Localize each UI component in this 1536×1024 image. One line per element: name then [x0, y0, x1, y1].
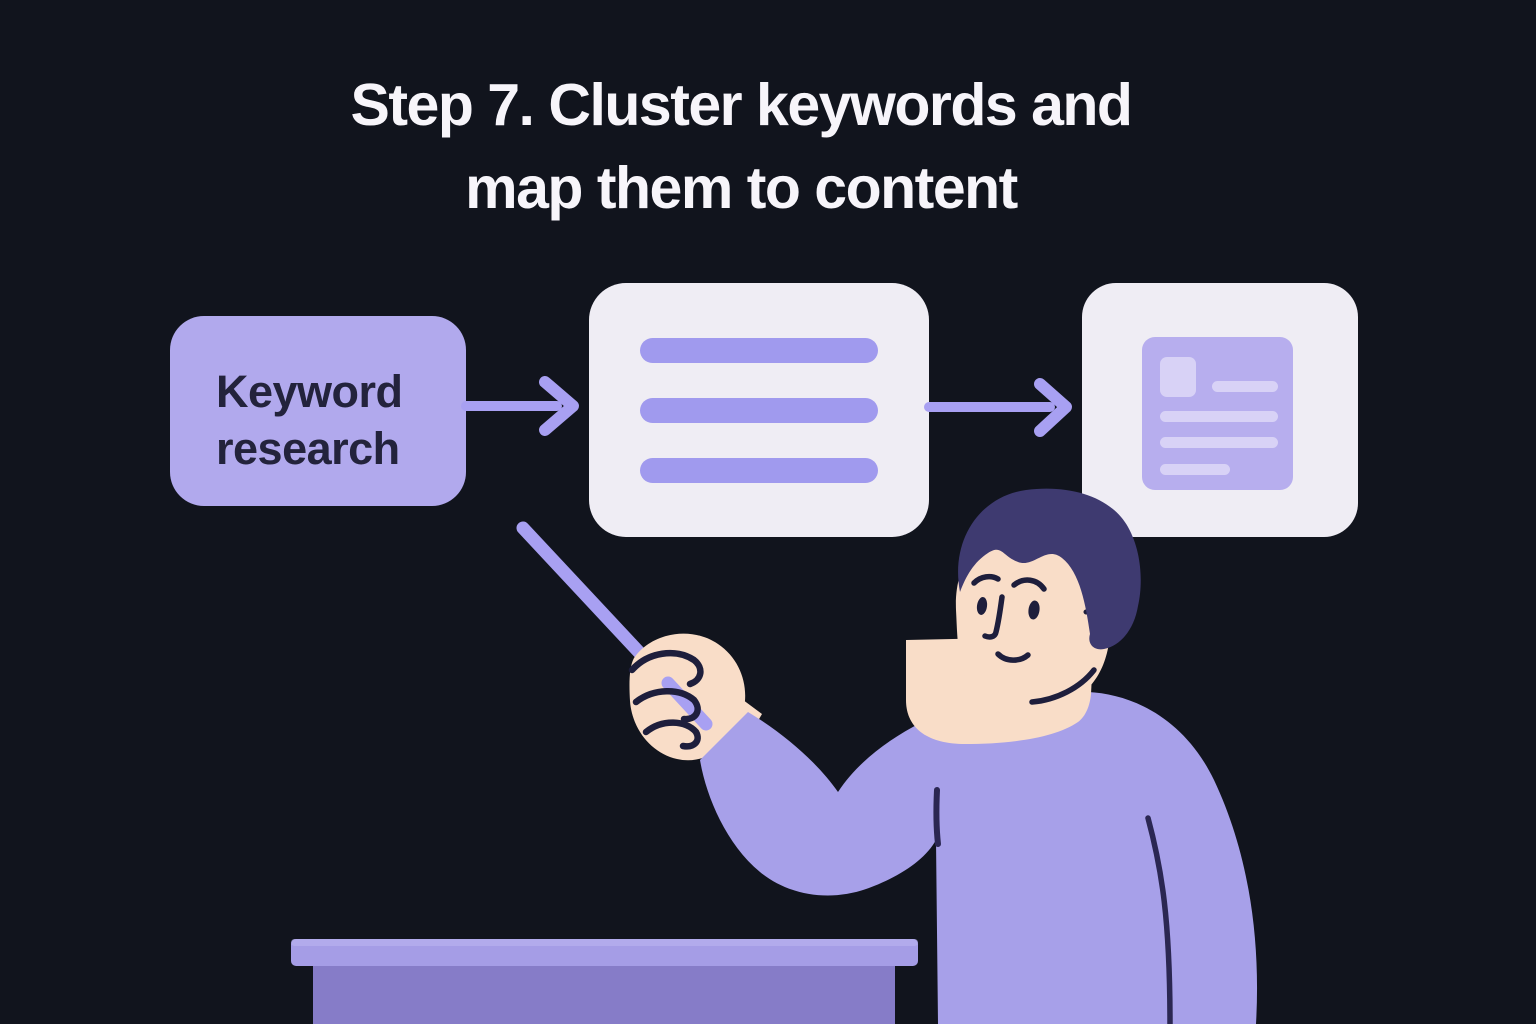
arrow-right-icon: [461, 376, 579, 436]
smile-line: [995, 651, 1031, 663]
flowchart-node-keyword-research: Keyword research: [170, 316, 466, 506]
presenter-illustration: [516, 488, 1258, 1024]
flowchart-node-content-document: [1082, 283, 1358, 537]
flowchart: Keyword research: [170, 283, 1358, 537]
nose-line: [982, 594, 1005, 640]
presenter-hair: [958, 488, 1141, 650]
desk: [291, 939, 918, 1024]
presenter-body: [700, 691, 1258, 1024]
left-eye: [976, 597, 988, 615]
right-eye: [1028, 600, 1040, 620]
sweater-creases: [933, 787, 1173, 1024]
desk-top-highlight: [291, 939, 918, 946]
cluster-line: [640, 398, 878, 423]
keyword-research-label-line-2: research: [216, 423, 400, 474]
page-title-line-2: map them to content: [465, 155, 1018, 221]
jaw-line: [1029, 667, 1097, 705]
cluster-line: [640, 458, 878, 483]
page-title: Step 7. Cluster keywords and map them to…: [0, 64, 1536, 230]
left-eyebrow: [971, 573, 1001, 586]
right-eyebrow: [1011, 577, 1047, 592]
page-title-line-1: Step 7. Cluster keywords and: [350, 72, 1133, 138]
document-icon: [1142, 337, 1293, 490]
cluster-line: [640, 338, 878, 363]
arrow-right-icon: [924, 378, 1072, 437]
keyword-research-box: [170, 316, 466, 506]
presenter-face-features: [971, 573, 1097, 705]
flowchart-node-keyword-clusters: [589, 283, 929, 537]
presenter-fingers: [628, 650, 704, 750]
keyword-research-label-line-1: Keyword: [216, 366, 403, 417]
desk-body: [313, 960, 895, 1024]
